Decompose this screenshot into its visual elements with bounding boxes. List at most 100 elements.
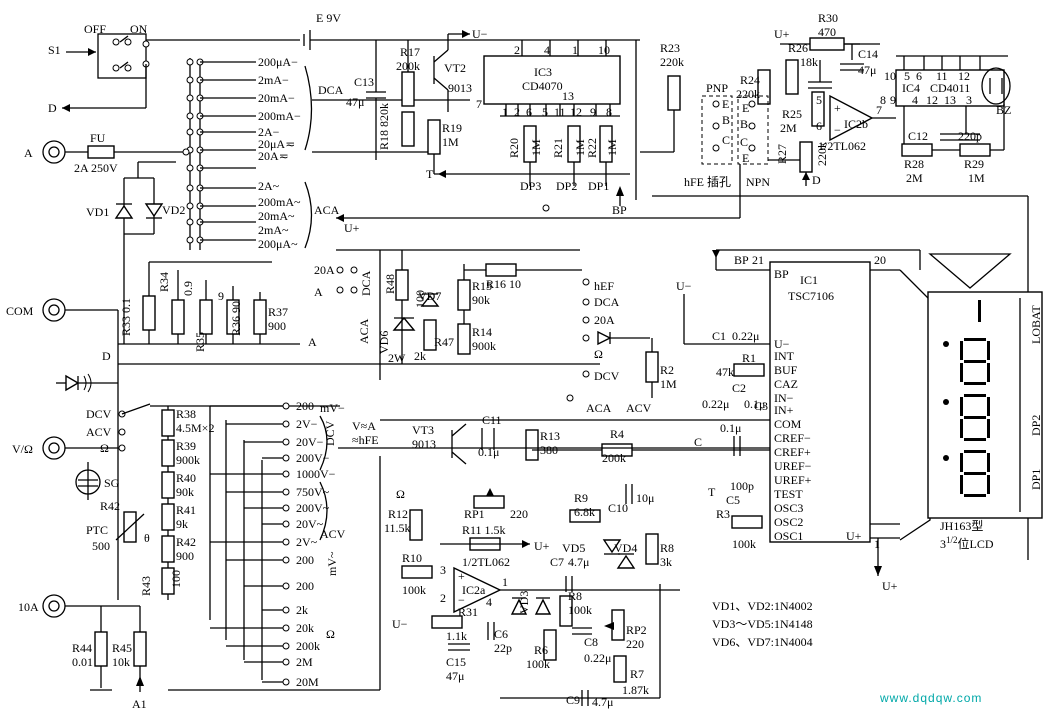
watermark: www.dqdqw.com [879,691,982,705]
ic1-pin-label-0: U− [774,337,790,351]
range-contact[interactable] [282,420,290,428]
r12-label: R12 [388,507,408,521]
r47-value: 2k [414,349,426,363]
switch-s1-label: S1 [48,43,61,57]
volt-ohm-range-switch[interactable] [209,402,290,686]
dcv-range-label: DCV [323,420,337,446]
ic3-cd4070 [483,40,621,186]
r7-label: R7 [630,667,644,681]
d-node-left: D [48,101,57,115]
terminal-10a-label: 10A [18,600,39,614]
r8-label: R8 [568,589,582,603]
range-contact[interactable] [282,624,290,632]
dca-aca-range-switch[interactable] [186,58,256,250]
ic1-u-plus: U+ [846,529,862,543]
terminal-a[interactable] [42,140,66,164]
r34-value: 0.9 [181,281,195,296]
r6-value: 100k [526,657,550,671]
volt-range-8: 2V~ [296,535,318,549]
shunt-resistors [118,261,300,345]
volt-range-11: 2k [296,603,308,617]
range-contact[interactable] [282,402,290,410]
range-contact[interactable] [282,520,290,528]
range-contact[interactable] [282,454,290,462]
volt-range-1: 2V− [296,417,318,431]
v-a-label: V≈A [352,419,376,433]
c1-label: C1 [712,329,726,343]
dp1-label: DP1 [588,179,609,193]
ic3-top-pin-0: 2 [514,43,520,57]
terminal-10a[interactable] [42,594,66,618]
range-contact[interactable] [282,678,290,686]
vd6-2w: 2W [388,351,406,365]
lcd-segment [964,450,986,453]
c5-label: C5 [726,493,740,507]
range-contact[interactable] [282,470,290,478]
terminal-com[interactable] [42,298,66,322]
lcd-format: 31/2位LCD [940,535,994,551]
volt-range-15: 20M [296,675,319,689]
range-contact[interactable] [282,488,290,496]
range-contact[interactable] [282,556,290,564]
r21-value: 1M [573,139,587,156]
note-0: VD1、VD2:1N4002 [712,599,813,613]
rp1-label: RP1 [464,507,485,521]
r22-label: R22 [585,138,599,158]
c6-value: 22p [494,641,512,655]
r15-value: 90k [472,293,490,307]
switch-off-label: OFF [84,22,106,36]
c15-label: C15 [446,655,466,669]
r38-value: 4.5M×2 [176,421,214,435]
c13-label: C13 [354,75,374,89]
battery-label: E 9V [316,11,341,25]
ic3-pin-13: 13 [562,89,574,103]
sel-hfe: hEF [594,279,614,293]
range-contact[interactable] [282,504,290,512]
volt-range-0: 200 [296,399,314,413]
ohm-range-label: Ω [326,627,335,641]
lcd-segment [987,419,990,438]
r30-label: R30 [818,11,838,25]
volt-range-14: 2M [296,655,313,669]
r39-value: 900k [176,453,200,467]
r26-label: R26 [788,41,808,55]
terminal-v-ohm[interactable] [42,436,66,460]
volt-range-6: 200V~ [296,501,330,515]
acv-range-label: ACV [320,527,346,541]
hfe-socket[interactable] [701,95,769,165]
r18-label: R18 820k [377,103,391,150]
range-contact[interactable] [282,582,290,590]
ic2a-label: IC2a [462,583,486,597]
c10-value: 10μ [636,491,654,505]
ptc-label: PTC [86,523,108,537]
ic3-bottom-pin-4: 11 [554,105,566,119]
sg-label: SG [104,476,120,490]
ic1-name: IC1 [800,273,818,287]
lcd-decimal-point [943,341,949,347]
ic2b-opamp: 5 6 7 [816,93,882,142]
c1-value: 0.22μ [732,329,759,343]
fuse-label: FU [90,131,106,145]
r47-label: R47 [434,335,454,349]
vt2-value: 9013 [448,81,472,95]
ic1-bottom-u-plus: U+ [882,579,898,593]
ic1-pin21: 21 [752,253,764,267]
ic1-bp-pin: BP [774,267,789,281]
ic4-name: IC4 [902,81,920,95]
a1-label: A1 [132,697,147,711]
c9-label: C9 [566,693,580,707]
range-contact[interactable] [282,606,290,614]
r8-value: 100k [568,603,592,617]
dcv-switch-label: DCV [86,407,112,421]
range-contact[interactable] [282,642,290,650]
power-switch-s1[interactable] [97,33,150,79]
r19-value: 1M [442,135,459,149]
range-contact[interactable] [282,658,290,666]
aca-range-1: 200mA~ [258,195,301,209]
c6-label: C6 [494,627,508,641]
terminal-com-label: COM [6,304,34,318]
range-contact[interactable] [282,438,290,446]
ic2b-value: 1/2TL062 [818,139,866,153]
npn-label: NPN [746,175,770,189]
range-contact[interactable] [282,538,290,546]
